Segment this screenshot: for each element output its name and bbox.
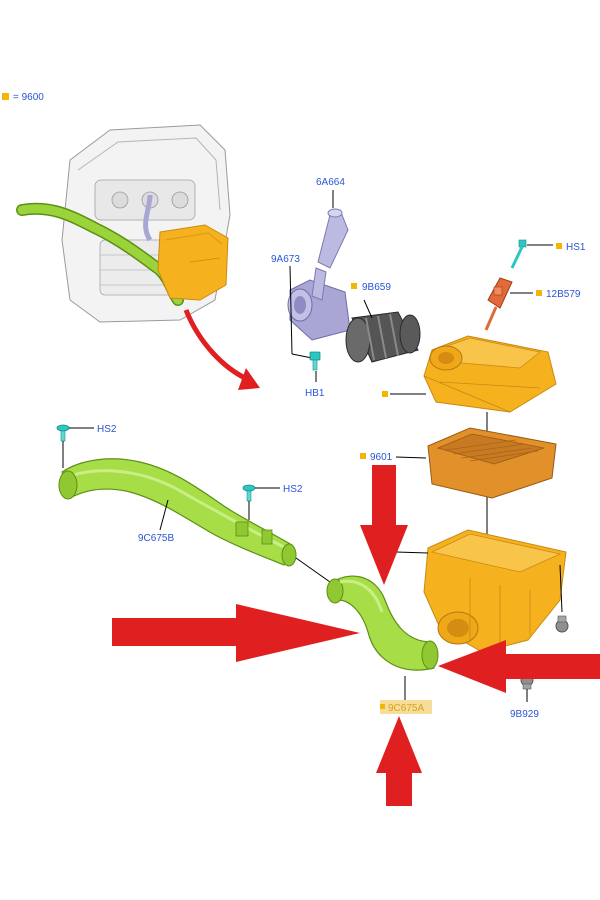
marker-9601 [360, 453, 366, 459]
label-HS1: HS1 [566, 242, 586, 253]
part-6A664-tube [317, 190, 349, 269]
part-HS2-screw-left [56, 424, 94, 468]
label-9B659: 9B659 [362, 282, 391, 293]
marker-airbox-cover [382, 391, 388, 397]
part-12B579-sensor [484, 277, 533, 331]
callout-arrow-up [376, 716, 422, 806]
label-9601: 9601 [370, 452, 393, 463]
highlight-9C675A [380, 700, 432, 714]
part-9C675A-elbow-hose [326, 575, 439, 702]
label-12B579: 12B579 [546, 289, 581, 300]
part-grommet-bolt-right [555, 564, 569, 633]
legend-swatch [2, 93, 9, 100]
part-9C675B-hose [58, 458, 297, 567]
part-airbox-lower-housing [423, 529, 567, 653]
part-9B659-bellows [345, 299, 421, 363]
part-airbox-cover [423, 335, 557, 413]
legend-text: = 9600 [13, 92, 44, 103]
label-6A664: 6A664 [316, 177, 345, 188]
label-9A673: 9A673 [271, 254, 300, 265]
part-HS1-screw [510, 239, 553, 269]
callout-arrow-right [112, 604, 360, 662]
part-HB1-bolt [309, 351, 321, 382]
marker-12B579 [536, 290, 542, 296]
label-HB1: HB1 [305, 388, 325, 399]
label-HS2-left: HS2 [97, 424, 117, 435]
label-9B929: 9B929 [510, 709, 539, 720]
label-9C675A: 9C675A [388, 703, 424, 714]
callout-arrow-left [438, 640, 600, 693]
part-HS2-screw-right [242, 484, 280, 520]
part-9601-filter [427, 427, 557, 499]
marker-9B659 [351, 283, 357, 289]
label-HS2-right: HS2 [283, 484, 303, 495]
marker-HS1 [556, 243, 562, 249]
engine-overview-illustration [16, 124, 260, 390]
callout-arrow-down [360, 465, 408, 585]
part-9A673-sensor-housing [287, 267, 351, 341]
marker-9C675A [380, 704, 385, 709]
label-9C675B: 9C675B [138, 533, 174, 544]
